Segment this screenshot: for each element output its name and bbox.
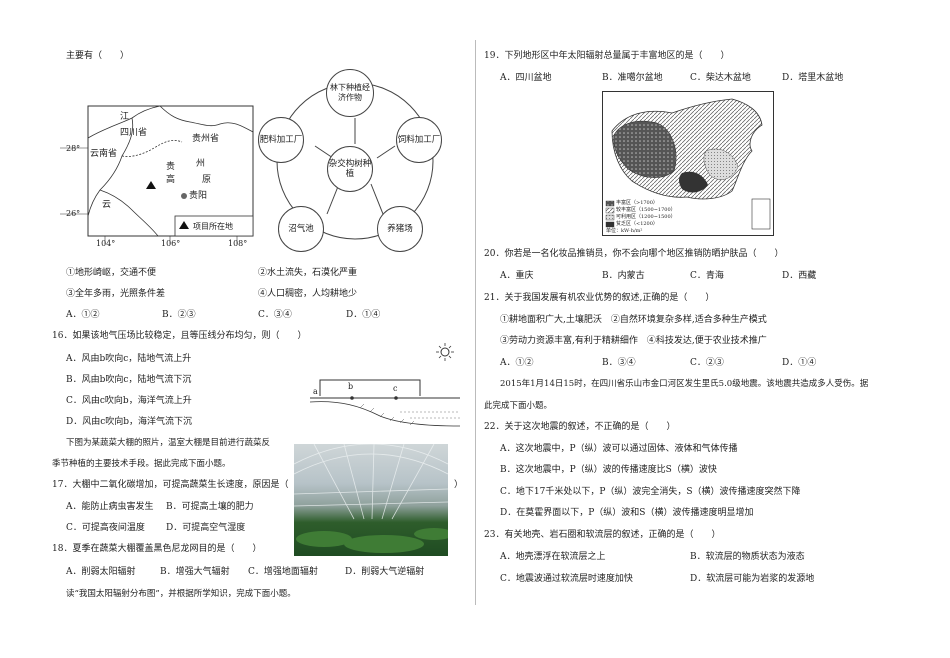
- q21-line-2: ③劳动力资源丰富,有利于精耕细作 ④科技发达,便于农业技术推广: [500, 336, 767, 346]
- q18-stem: 18．夏季在蔬菜大棚覆盖黑色尼龙网目的是（ ）: [52, 544, 262, 554]
- page-divider: [475, 40, 476, 605]
- map-label-gao: 高: [166, 175, 176, 185]
- q20-opt-b: B．内蒙古: [602, 271, 645, 281]
- q15-choice-a: A．①②: [66, 310, 100, 320]
- map-tick-104: 104°: [96, 239, 116, 248]
- q21-opt-a: A．①②: [500, 358, 534, 368]
- sun-icon: [440, 347, 450, 357]
- q22-opt-c: C．地下17千米处以下，P（纵）波完全消失，S（横）波传播速度突然下降: [500, 487, 801, 497]
- q21-stem: 21．关于我国发展有机农业优势的叙述,正确的是（ ）: [484, 293, 715, 303]
- greenhouse-photo: [294, 444, 448, 556]
- q23-opt-c: C．地震波通过软流层时速度加快: [500, 574, 633, 584]
- q17-close: ）: [454, 480, 464, 490]
- q23-stem: 23．有关地壳、岩石圈和软流层的叙述，正确的是（ ）: [484, 530, 721, 540]
- q20-stem: 20．你若是一名化妆品推销员，你不会向哪个地区推销防晒护肤品（ ）: [484, 249, 784, 259]
- q15-choice-b: B．②③: [162, 310, 196, 320]
- map-label-guiyang: 贵阳: [189, 191, 208, 201]
- map-label-sichuan: 四川省: [120, 128, 148, 138]
- q16-opt-c: C．风由c吹向b，海洋气流上升: [66, 396, 192, 406]
- q21-opt-c: C．②③: [690, 358, 724, 368]
- q19-stem: 19．下列地形区中年太阳辐射总量属于丰富地区的是（ ）: [484, 51, 730, 61]
- read-map-intro: 读“我国太阳辐射分布图”，并根据所学知识，完成下面小题。: [66, 589, 296, 599]
- map-legend-label: 项目所在地: [193, 222, 233, 231]
- q20-opt-c: C．青海: [690, 271, 724, 281]
- map-label-yun: 云: [102, 200, 112, 210]
- solar-legend-unit: 单位：kW·h/m²: [606, 228, 643, 234]
- q17-stem: 17．大棚中二氧化碳增加，可提高蔬菜生长速度，原因是（: [52, 480, 289, 490]
- cycle-node-pigfarm: 养猪场: [377, 206, 423, 252]
- solar-legend-1: 丰富区（>1700）: [616, 200, 658, 206]
- map-tick-26: 26°: [66, 209, 81, 218]
- cycle-node-feed: 饲料加工厂: [396, 117, 442, 163]
- cycle-node-biogas: 沼气池: [278, 206, 324, 252]
- q22-opt-a: A．这次地震中，P（纵）波可以通过固体、液体和气体传播: [500, 444, 738, 454]
- map-label-yuan: 原: [202, 175, 212, 185]
- quake-intro-1: 2015年1月14日15时，在四川省乐山市金口河区发生里氏5.0级地震。该地震共…: [500, 379, 869, 389]
- guiyang-dot: [181, 193, 187, 199]
- cycle-node-fertilizer: 肥料加工厂: [258, 117, 304, 163]
- coast-label-a: a: [313, 387, 318, 396]
- q19-opt-d: D．塔里木盆地: [782, 73, 844, 83]
- project-site-marker: [146, 181, 156, 189]
- q20-opt-a: A．重庆: [500, 271, 534, 281]
- q16-opt-d: D．风由c吹向b，海洋气流下沉: [66, 417, 193, 427]
- q17-opt-d: D．可提高空气湿度: [166, 523, 246, 533]
- map-tick-28: 28°: [66, 144, 81, 153]
- q22-stem: 22．关于这次地震的叙述，不正确的是（ ）: [484, 422, 676, 432]
- map-label-gui: 贵: [166, 162, 176, 172]
- q22-opt-d: D．在莫霍界面以下，P（纵）波和S（横）波传播速度明显增加: [500, 508, 754, 518]
- q21-opt-d: D．①④: [782, 358, 817, 368]
- q21-opt-b: B．③④: [602, 358, 636, 368]
- q20-opt-d: D．西藏: [782, 271, 817, 281]
- solar-radiation-map: [602, 91, 774, 236]
- q22-opt-b: B．这次地震中，P（纵）波的传播速度比S（横）波快: [500, 465, 717, 475]
- map-label-jiang: 江: [120, 112, 130, 122]
- q15-choice-c: C．③④: [258, 310, 292, 320]
- coast-label-b: b: [348, 382, 354, 391]
- q23-opt-b: B．软流层的物质状态为液态: [690, 552, 805, 562]
- q23-opt-d: D．软流层可能为岩浆的发源地: [690, 574, 815, 584]
- q15-opt-2: ②水土流失，石漠化严重: [258, 268, 358, 278]
- solar-legend-3: 可利用区（1200~1500）: [616, 214, 676, 220]
- q15-opt-1: ①地形崎岖，交通不便: [66, 268, 157, 278]
- map-label-guizhou: 贵州省: [192, 134, 220, 144]
- solar-legend-4: 贫乏区（<1200）: [616, 221, 658, 227]
- q16-opt-a: A．风由b吹向c，陆地气流上升: [66, 354, 192, 364]
- q15-opt-3: ③全年多雨，光照条件差: [66, 289, 166, 299]
- map-label-zhou: 州: [196, 159, 206, 169]
- coast-diagram: [309, 343, 461, 427]
- q17-opt-a: A．能防止病虫害发生: [66, 502, 154, 512]
- q15-choice-d: D．①④: [346, 310, 381, 320]
- coast-label-c: c: [393, 384, 398, 393]
- q18-opt-d: D．削弱大气逆辐射: [345, 567, 425, 577]
- map-tick-106: 106°: [161, 239, 181, 248]
- q18-opt-a: A．削弱太阳辐射: [66, 567, 136, 577]
- q19-opt-b: B．准噶尔盆地: [602, 73, 663, 83]
- q15-opt-4: ④人口稠密，人均耕地少: [258, 289, 358, 299]
- solar-legend-2: 较丰富区（1500~1700）: [616, 207, 676, 213]
- intro-text: 主要有（ ）: [66, 51, 130, 61]
- q16-opt-b: B．风由b吹向c，陆地气流下沉: [66, 375, 192, 385]
- map-tick-108: 108°: [228, 239, 248, 248]
- q17-opt-b: B．可提高土壤的肥力: [166, 502, 254, 512]
- q19-opt-a: A．四川盆地: [500, 73, 552, 83]
- q17-opt-c: C．可提高夜间温度: [66, 523, 145, 533]
- q18-opt-c: C．增强地面辐射: [248, 567, 318, 577]
- q21-line-1: ①耕地面积广大,土壤肥沃 ②自然环境复杂多样,适合多种生产模式: [500, 315, 767, 325]
- q19-opt-c: C．柴达木盆地: [690, 73, 751, 83]
- q16-stem: 16．如果该地气压场比较稳定，且等压线分布均匀，则（ ）: [52, 331, 307, 341]
- map-label-yunnan: 云南省: [90, 149, 118, 159]
- greenhouse-intro-1: 下图为某蔬菜大棚的照片，温室大棚是目前进行蔬菜反: [66, 438, 271, 448]
- guizhou-map: [60, 105, 254, 244]
- q23-opt-a: A．地壳漂浮在软流层之上: [500, 552, 606, 562]
- greenhouse-intro-2: 季节种植的主要技术手段。据此完成下面小题。: [52, 459, 231, 469]
- cycle-node-center: 杂交构树种植: [327, 146, 373, 192]
- quake-intro-2: 此完成下面小题。: [484, 401, 553, 411]
- legend-marker-icon: [179, 221, 189, 229]
- cycle-node-top: 林下种植经济作物: [326, 69, 374, 117]
- q18-opt-b: B．增强大气辐射: [160, 567, 230, 577]
